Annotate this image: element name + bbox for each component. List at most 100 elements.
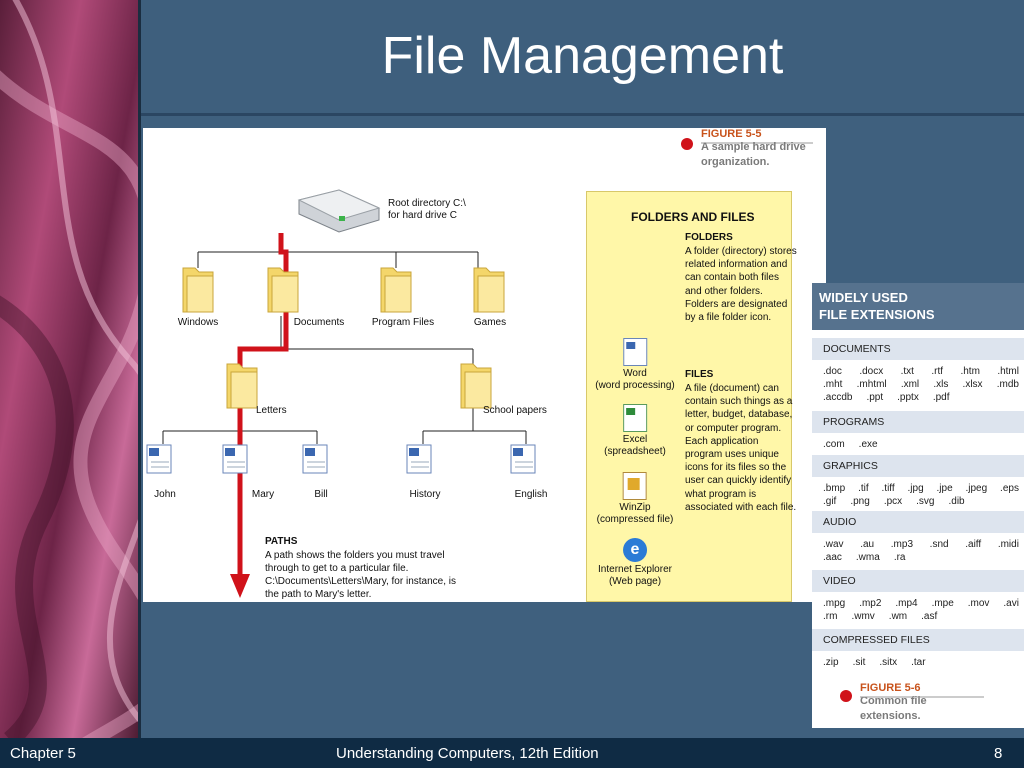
panel-heading: FOLDERS AND FILES [631, 210, 755, 224]
extension-category: GRAPHICS [812, 455, 1024, 477]
figure-caption-line2: organization. [701, 156, 770, 168]
root-label-line1: Root directory C:\ [388, 198, 466, 209]
footer-page-number: 8 [994, 745, 1003, 762]
extensions-heading-line1: WIDELY USED [819, 290, 908, 305]
extension-item: .html [997, 366, 1019, 377]
extension-item: .asf [921, 611, 938, 622]
extension-row: .accdb.ppt.pptx.pdf [823, 391, 1019, 404]
excel-desc: (spreadsheet) [604, 446, 666, 457]
extension-item: .mpg [823, 598, 846, 609]
extension-item: .txt [900, 366, 914, 377]
folder-icon-documents [267, 267, 299, 313]
folder-icon-windows [182, 267, 214, 313]
folder-label-documents: Documents [293, 317, 345, 328]
extension-item: .sit [852, 657, 866, 668]
internet-explorer-icon: e [623, 538, 647, 562]
paths-title: PATHS [265, 536, 298, 547]
extension-item: .tiff [881, 483, 895, 494]
figure-number: FIGURE 5-5 [701, 128, 762, 140]
word-desc: (word processing) [595, 380, 675, 391]
extension-category: PROGRAMS [812, 411, 1024, 433]
extension-item: .mov [967, 598, 990, 609]
root-label-line2: for hard drive C [388, 210, 457, 221]
slide-title: File Management [381, 27, 784, 85]
extension-item: .exe [858, 439, 878, 450]
extension-item: .tar [911, 657, 926, 668]
excel-label: Excel [622, 434, 648, 445]
folder-label-school-papers: School papers [483, 405, 547, 416]
extension-item: .mpe [931, 598, 954, 609]
folder-icon-games [473, 267, 505, 313]
figure-badge-icon [840, 690, 852, 702]
extension-row: .gif.png.pcx.svg.dib [823, 495, 1019, 508]
extension-item: .mht [823, 379, 843, 390]
folder-icon-letters [226, 363, 258, 409]
extension-row: .bmp.tif.tiff.jpg.jpe.jpeg.eps [823, 482, 1019, 495]
extension-item: .jpe [936, 483, 953, 494]
extension-item: .pptx [897, 392, 919, 403]
extension-item: .jpeg [965, 483, 988, 494]
winzip-document-icon [622, 472, 647, 500]
extension-item: .rm [823, 611, 838, 622]
figure-number: FIGURE 5-6 [860, 682, 921, 694]
side-divider [138, 0, 141, 738]
folder-icon-school-papers [460, 363, 492, 409]
extension-item: .rtf [931, 366, 944, 377]
extension-item: .svg [916, 496, 935, 507]
file-label-mary: Mary [251, 489, 275, 500]
extension-item: .ppt [866, 392, 884, 403]
extension-item: .mp3 [890, 539, 914, 550]
ie-icon-block: e Internet Explorer (Web page) [598, 538, 672, 588]
figure-5-6-caption: FIGURE 5-6 Common file extensions. [860, 682, 927, 724]
extension-category: DOCUMENTS [812, 338, 1024, 360]
extension-row: .rm .wmv .wm .asf [823, 610, 1019, 623]
footer-book-title: Understanding Computers, 12th Edition [336, 745, 599, 762]
extension-item: .midi [997, 539, 1019, 550]
extension-item: .pcx [883, 496, 903, 507]
excel-document-icon [622, 404, 647, 432]
hard-drive-icon [297, 189, 381, 233]
figure-5-5-caption: FIGURE 5-5 A sample hard drive organizat… [701, 128, 806, 170]
word-document-icon [622, 338, 647, 366]
extension-item: .docx [859, 366, 884, 377]
folder-label-games: Games [473, 317, 507, 328]
extension-item: .mhtml [856, 379, 887, 390]
extension-item: .wm [888, 611, 908, 622]
word-icon-block: Word (word processing) [595, 338, 675, 392]
extension-item: .accdb [823, 392, 853, 403]
extension-item: .au [860, 539, 875, 550]
ie-label: Internet Explorer [598, 564, 672, 575]
footer-bar: Chapter 5 Understanding Computers, 12th … [0, 738, 1024, 768]
extension-item: .dib [948, 496, 965, 507]
ie-desc: (Web page) [608, 576, 662, 587]
extension-item: .snd [929, 539, 949, 550]
extension-item: .xlsx [962, 379, 983, 390]
extension-row: .wav.au.mp3.snd.aiff.midi [823, 538, 1019, 551]
extension-category: COMPRESSED FILES [812, 629, 1024, 651]
figure-caption-line2: extensions. [860, 710, 921, 722]
file-label-bill: Bill [314, 489, 328, 500]
word-label: Word [623, 368, 647, 379]
file-label-english: English [514, 489, 548, 500]
folders-title: FOLDERS [685, 232, 733, 243]
figure-caption-line1: A sample hard drive [701, 141, 806, 153]
extension-item: .jpg [907, 483, 924, 494]
winzip-icon-block: WinZip (compressed file) [596, 472, 674, 526]
extension-item: .wav [823, 539, 844, 550]
extension-item: .doc [823, 366, 842, 377]
decorative-side-panel [0, 0, 140, 738]
extension-item: .png [850, 496, 870, 507]
extension-item: .sitx [879, 657, 898, 668]
extension-item: .aac [823, 552, 842, 563]
folder-label-program-files: Program Files [371, 317, 435, 328]
extension-item: .htm [960, 366, 980, 377]
extension-item: .mp4 [895, 598, 918, 609]
title-rule [141, 113, 1024, 116]
file-label-john: John [154, 489, 176, 500]
extension-item: .com [823, 439, 845, 450]
extension-item: .wmv [851, 611, 875, 622]
extension-item: .avi [1003, 598, 1019, 609]
winzip-desc: (compressed file) [596, 514, 674, 525]
extensions-header: WIDELY USED FILE EXTENSIONS [812, 283, 1024, 330]
extension-row: .com .exe [823, 438, 1019, 451]
